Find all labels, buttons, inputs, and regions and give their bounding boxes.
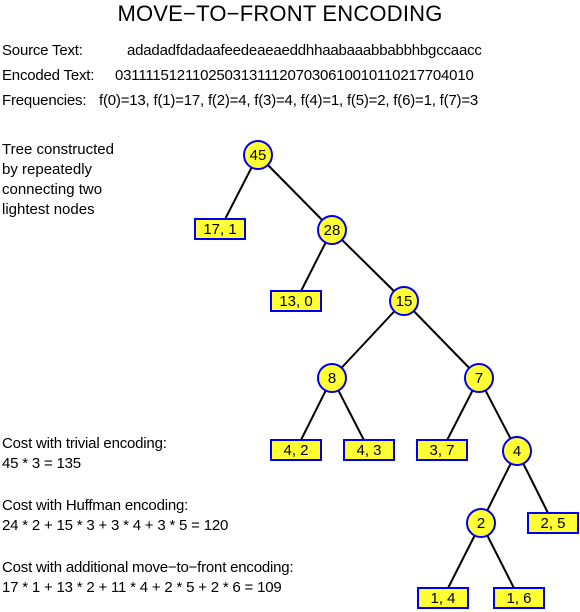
frequencies-label: Frequencies:	[2, 92, 87, 109]
node-circle	[464, 363, 494, 393]
tree-edge-n28-n15	[331, 229, 405, 302]
leaf-label: 3, 7	[429, 442, 454, 459]
source-text-line: Source Text: adadadfdadaafeedeaeaeddhhaab…	[2, 42, 482, 59]
leaf-box	[270, 290, 322, 312]
tree-edges	[219, 154, 554, 599]
tree-note-line: by repeatedly	[2, 161, 93, 178]
tree-internal-node: 2	[466, 508, 496, 538]
node-weight-label: 28	[324, 222, 341, 239]
tree-leaf-node: 4, 2	[270, 439, 322, 461]
cost-huffman: Cost with Huffman encoding: 24 * 2 + 15 …	[2, 496, 228, 536]
leaf-label: 4, 3	[356, 442, 381, 459]
tree-leaf-node: 17, 1	[194, 218, 246, 240]
leaf-box	[194, 218, 246, 240]
tree-leaf-node: 1, 6	[493, 587, 545, 609]
tree-note-line: connecting two	[2, 181, 103, 198]
tree-note-line: lightest nodes	[2, 201, 95, 218]
tree-internal-node: 15	[389, 286, 419, 316]
cost-move-to-front: Cost with additional move−to−front encod…	[2, 558, 294, 598]
cost-trivial-label: Cost with trivial encoding:	[2, 435, 167, 452]
leaf-box	[343, 439, 395, 461]
tree-leaf-node: 3, 7	[416, 439, 468, 461]
node-circle	[502, 436, 532, 466]
encoded-text-line: Encoded Text: 031111512110250313111207030…	[2, 67, 474, 84]
tree-internal-node: 7	[464, 363, 494, 393]
node-weight-label: 45	[250, 147, 267, 164]
node-weight-label: 2	[477, 515, 485, 532]
tree-edge-n45-n28	[257, 154, 333, 231]
leaf-label: 1, 6	[506, 590, 531, 607]
node-circle	[317, 363, 347, 393]
cost-huffman-label: Cost with Huffman encoding:	[2, 497, 189, 514]
cost-huffman-formula: 24 * 2 + 15 * 3 + 3 * 4 + 3 * 5 = 120	[2, 517, 229, 534]
leaf-box	[493, 587, 545, 609]
source-text-label: Source Text:	[2, 42, 83, 59]
tree-internal-node: 4	[502, 436, 532, 466]
encoded-text-value: 0311115121102503131112070306100101102177…	[115, 67, 474, 84]
diagram-title: MOVE−TO−FRONT ENCODING	[117, 1, 443, 26]
tree-edge-n15-n7	[403, 300, 480, 379]
node-circle	[389, 286, 419, 316]
leaf-box	[527, 512, 579, 534]
node-circle	[243, 140, 273, 170]
leaf-box	[417, 587, 469, 609]
tree-leaf-node: 4, 3	[343, 439, 395, 461]
leaf-label: 4, 2	[283, 442, 308, 459]
node-weight-label: 7	[475, 370, 483, 387]
leaf-box	[270, 439, 322, 461]
cost-trivial-formula: 45 * 3 = 135	[2, 455, 81, 472]
tree-internal-node: 8	[317, 363, 347, 393]
tree-edge-n15-n8	[331, 300, 405, 379]
tree-leaf-node: 2, 5	[527, 512, 579, 534]
tree-leaf-node: 1, 4	[417, 587, 469, 609]
tree-internal-node: 45	[243, 140, 273, 170]
node-weight-label: 8	[328, 370, 336, 387]
leaf-label: 1, 4	[430, 590, 455, 607]
leaf-label: 13, 0	[279, 293, 312, 310]
tree-construction-note: Tree constructed by repeatedly connectin…	[2, 140, 152, 220]
leaf-label: 17, 1	[203, 221, 236, 238]
frequencies-value: f(0)=13, f(1)=17, f(2)=4, f(3)=4, f(4)=1…	[99, 92, 479, 109]
cost-mtf-formula: 17 * 1 + 13 * 2 + 11 * 4 + 2 * 5 + 2 * 6…	[2, 579, 282, 596]
source-text-value: adadadfdadaafeedeaeaeddhhaabaaabbabbhbgc…	[127, 42, 482, 59]
node-circle	[317, 215, 347, 245]
cost-mtf-label: Cost with additional move−to−front encod…	[2, 559, 294, 576]
frequencies-line: Frequencies: f(0)=13, f(1)=17, f(2)=4, f(…	[2, 92, 478, 109]
node-weight-label: 4	[513, 443, 521, 460]
encoded-text-label: Encoded Text:	[2, 67, 95, 84]
node-circle	[466, 508, 496, 538]
tree-note-line: Tree constructed	[2, 141, 114, 158]
leaf-box	[416, 439, 468, 461]
node-weight-label: 15	[396, 293, 413, 310]
cost-trivial: Cost with trivial encoding: 45 * 3 = 135	[2, 434, 167, 474]
tree-leaf-node: 13, 0	[270, 290, 322, 312]
tree-internal-node: 28	[317, 215, 347, 245]
leaf-label: 2, 5	[540, 515, 565, 532]
